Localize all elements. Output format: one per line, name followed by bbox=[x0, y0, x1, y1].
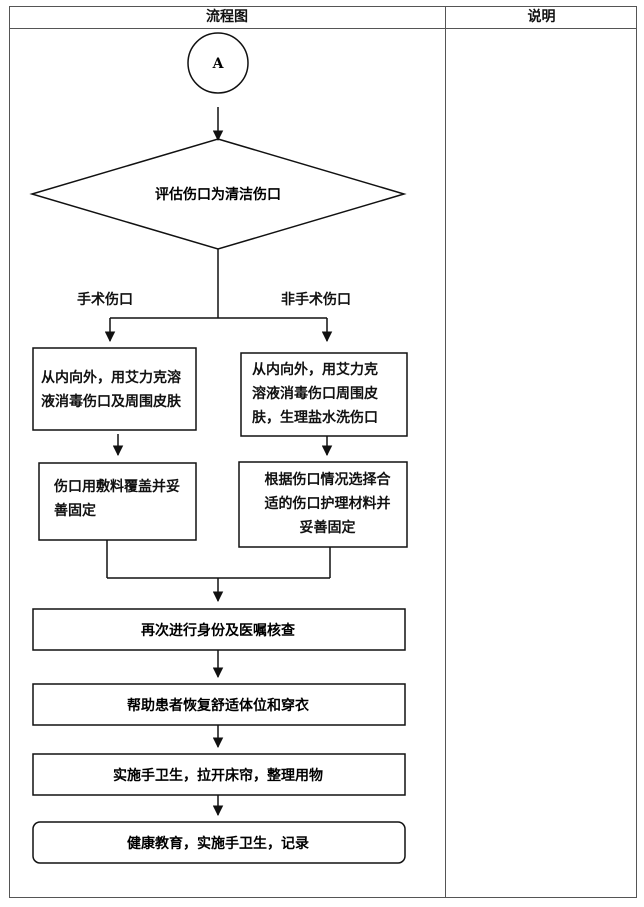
connector-circle bbox=[187, 32, 249, 94]
left-step-2-box bbox=[38, 462, 197, 541]
left-step-1-line-1: 从内向外，用艾力克溶 bbox=[41, 370, 181, 386]
main-step-1-text: 再次进行身份及医嘱核查 bbox=[141, 622, 296, 639]
connector-label: A bbox=[212, 56, 225, 72]
branch-label-nonsurgical: 非手术伤口 bbox=[281, 292, 351, 308]
left-step-1-line-2: 液消毒伤口及周围皮肤 bbox=[41, 394, 181, 410]
right-step-1-line-1: 从内向外，用艾力克 bbox=[252, 362, 378, 378]
right-step-1-box bbox=[240, 352, 408, 437]
decision-text: 评估伤口为清洁伤口 bbox=[155, 186, 281, 203]
left-step-2-text: 伤口用敷料覆盖并妥 善固定 bbox=[54, 475, 194, 523]
left-step-1-text: 从内向外，用艾力克溶 液消毒伤口及周围皮肤 bbox=[41, 366, 196, 414]
right-step-2-text: 根据伤口情况选择合 适的伤口护理材料并 妥善固定 bbox=[250, 468, 405, 540]
branch-label-surgical: 手术伤口 bbox=[77, 292, 133, 308]
right-step-2-line-2: 适的伤口护理材料并 bbox=[264, 496, 391, 512]
main-step-3-text: 实施手卫生，拉开床帘，整理用物 bbox=[113, 767, 323, 784]
left-step-2-line-2: 善固定 bbox=[54, 503, 96, 519]
main-step-2-text: 帮助患者恢复舒适体位和穿衣 bbox=[127, 697, 310, 714]
notes-column-header: 说明 bbox=[527, 9, 556, 25]
table-frame bbox=[9, 6, 637, 898]
main-step-1-box bbox=[32, 608, 406, 651]
header-divider bbox=[9, 28, 637, 29]
right-step-2-line-1: 根据伤口情况选择合 bbox=[264, 472, 391, 488]
right-step-1-line-2: 溶液消毒伤口周围皮 bbox=[252, 386, 378, 402]
flowchart-column-header: 流程图 bbox=[206, 9, 248, 25]
left-step-1-box bbox=[32, 347, 197, 431]
main-step-4-box bbox=[32, 821, 406, 864]
right-step-2-box bbox=[238, 461, 408, 548]
main-step-3-box bbox=[32, 753, 406, 796]
right-step-2-line-3: 妥善固定 bbox=[299, 520, 356, 536]
right-step-1-text: 从内向外，用艾力克 溶液消毒伤口周围皮 肤，生理盐水洗伤口 bbox=[252, 358, 406, 430]
right-step-1-line-3: 肤，生理盐水洗伤口 bbox=[252, 410, 378, 426]
column-divider bbox=[445, 6, 446, 898]
left-step-2-line-1: 伤口用敷料覆盖并妥 bbox=[54, 479, 180, 495]
main-step-2-box bbox=[32, 683, 406, 726]
main-step-4-text: 健康教育，实施手卫生，记录 bbox=[127, 835, 309, 852]
